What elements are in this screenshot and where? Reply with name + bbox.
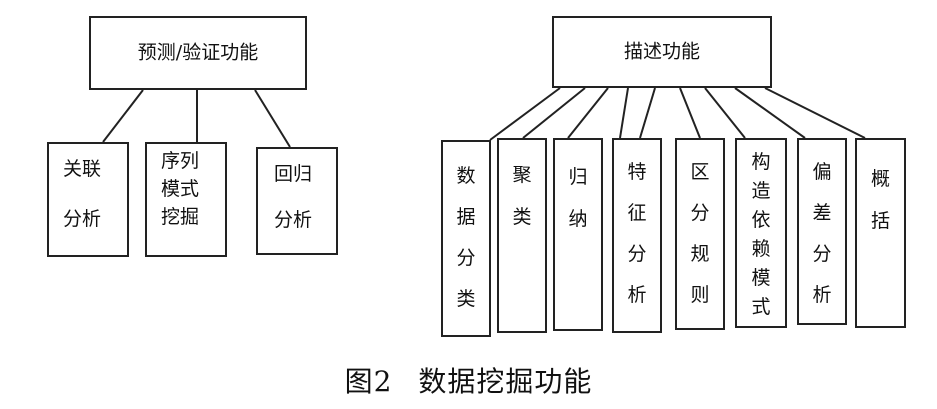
root-node-description: 描述功能: [552, 16, 772, 88]
node-label-char: 赖: [751, 238, 771, 260]
node-label-char: 规: [690, 243, 710, 265]
child-node-data-classification: 数 据 分 类: [441, 140, 491, 337]
node-label-char: 据: [456, 206, 476, 228]
node-label-char: 式: [751, 296, 771, 318]
node-label-char: 特: [627, 161, 647, 183]
node-label-char: 分: [812, 243, 832, 265]
node-label-line: 模式: [161, 178, 200, 200]
child-node-sequence: 序列 模式 挖掘: [145, 142, 227, 257]
child-node-discrimination-rules: 区 分 规 则: [675, 138, 725, 330]
node-label-char: 纳: [568, 208, 588, 230]
node-label-line: 分析: [274, 209, 313, 231]
connector-line: [567, 87, 609, 139]
connector-line: [489, 87, 561, 141]
node-label-char: 区: [690, 161, 710, 183]
root-node-label: 预测/验证功能: [137, 41, 259, 64]
node-label-char: 类: [456, 288, 476, 310]
node-label-char: 偏: [812, 161, 832, 183]
node-label-char: 分: [456, 247, 476, 269]
child-node-induction: 归 纳: [553, 138, 603, 331]
node-label-char: 概: [870, 168, 890, 190]
node-label-char: 数: [456, 165, 476, 187]
node-label-char: 则: [690, 284, 710, 306]
child-node-association: 关联 分析: [47, 142, 129, 257]
node-label-char: 析: [627, 284, 647, 306]
child-node-dependency-modeling: 构 造 依 赖 模 式: [735, 138, 787, 328]
connector-line: [522, 87, 586, 139]
node-label-char: 造: [751, 180, 771, 202]
child-node-summarization: 概 括: [855, 138, 906, 328]
connector-line: [734, 87, 806, 139]
node-label-char: 析: [812, 284, 832, 306]
figure-number: 图2: [344, 365, 393, 398]
connector-line: [639, 87, 656, 139]
node-label-line: 序列: [161, 150, 200, 172]
child-node-feature-analysis: 特 征 分 析: [612, 138, 662, 333]
child-node-regression: 回归 分析: [256, 147, 338, 255]
node-label-line: 分析: [63, 208, 102, 230]
node-label-char: 分: [690, 202, 710, 224]
node-label-char: 模: [751, 267, 771, 289]
node-label-char: 括: [870, 210, 890, 232]
root-node-label: 描述功能: [623, 40, 700, 63]
node-label-char: 构: [751, 151, 771, 173]
node-label-char: 差: [812, 202, 832, 224]
figure-caption: 图2 数据挖掘功能: [0, 360, 937, 400]
node-label-char: 依: [751, 209, 771, 231]
node-label-char: 分: [627, 243, 647, 265]
child-node-deviation-analysis: 偏 差 分 析: [797, 138, 847, 325]
root-node-prediction: 预测/验证功能: [89, 16, 307, 90]
child-node-clustering: 聚 类: [497, 138, 547, 333]
connector-line: [254, 89, 291, 148]
connector-line: [704, 87, 746, 139]
node-label-char: 聚: [512, 164, 532, 186]
node-label-char: 征: [627, 202, 647, 224]
connector-line: [679, 87, 701, 139]
figure-title: 数据挖掘功能: [418, 365, 593, 398]
node-label-line: 关联: [63, 158, 102, 180]
connector-line: [102, 89, 144, 143]
node-label-line: 回归: [274, 163, 313, 185]
node-label-char: 归: [568, 166, 588, 188]
connector-line: [764, 87, 866, 139]
node-label-char: 类: [512, 206, 532, 228]
connector-line: [619, 87, 629, 139]
node-label-line: 挖掘: [161, 206, 200, 228]
